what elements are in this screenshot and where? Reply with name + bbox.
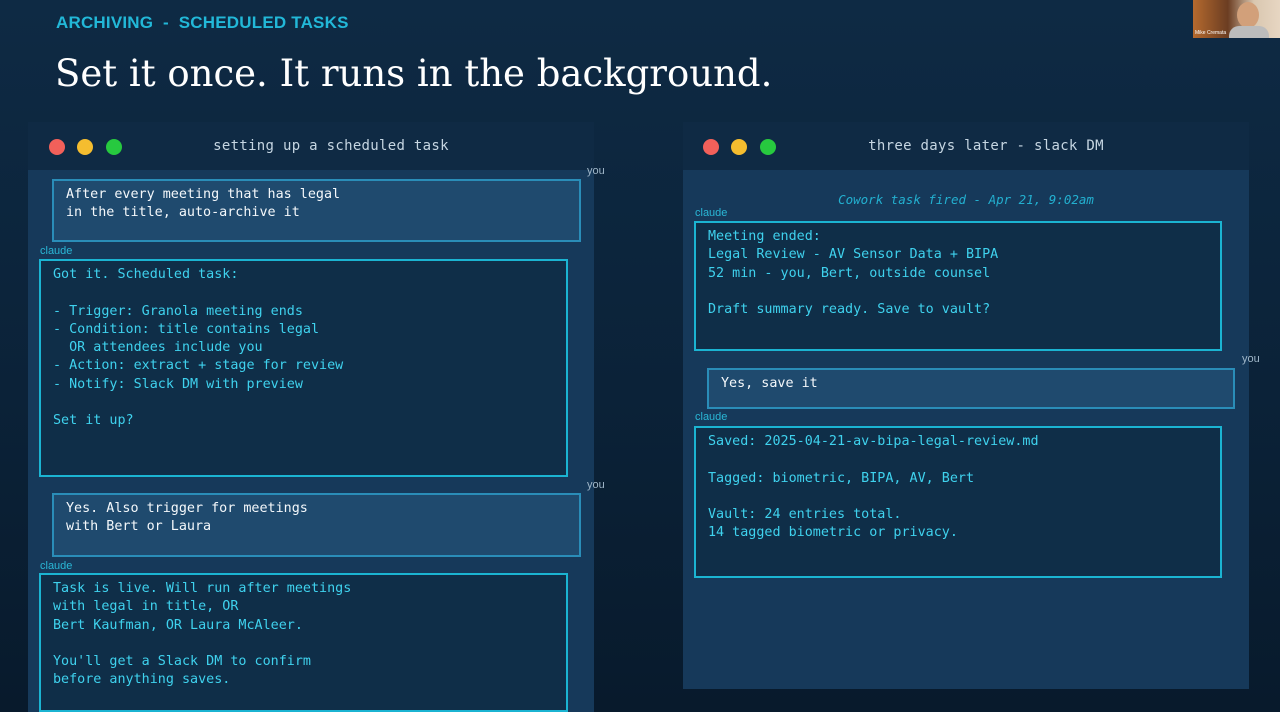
user-message: Yes, save it [707,368,1235,409]
maximize-window-icon[interactable] [760,139,776,155]
assistant-message: Task is live. Will run after meetings wi… [39,573,568,712]
left-window-titlebar: setting up a scheduled task [28,122,594,170]
role-label-you: you [1242,353,1260,365]
right-window-titlebar: three days later - slack DM [683,122,1249,170]
role-label-you: you [587,165,605,177]
assistant-message: Saved: 2025-04-21-av-bipa-legal-review.m… [694,426,1222,578]
maximize-window-icon[interactable] [106,139,122,155]
close-window-icon[interactable] [49,139,65,155]
user-message: Yes. Also trigger for meetings with Bert… [52,493,581,557]
role-label-claude: claude [695,207,728,219]
user-message: After every meeting that has legal in th… [52,179,581,242]
presenter-name-label: Mike Cremata [1195,30,1227,36]
role-label-you: you [587,479,605,491]
left-window-title: setting up a scheduled task [213,138,449,154]
minimize-window-icon[interactable] [77,139,93,155]
close-window-icon[interactable] [703,139,719,155]
role-label-claude: claude [695,411,728,423]
assistant-message: Got it. Scheduled task: - Trigger: Grano… [39,259,568,477]
minimize-window-icon[interactable] [731,139,747,155]
presenter-face [1237,2,1259,28]
system-notice: Cowork task fired - Apr 21, 9:02am [838,192,1094,207]
role-label-claude: claude [40,560,73,572]
role-label-claude: claude [40,245,73,257]
assistant-message: Meeting ended: Legal Review - AV Sensor … [694,221,1222,351]
presenter-webcam-thumbnail: Mike Cremata [1193,0,1280,38]
slide-headline: Set it once. It runs in the background. [55,52,773,95]
right-window-title: three days later - slack DM [868,138,1104,154]
slide-eyebrow: ARCHIVING - SCHEDULED TASKS [56,13,349,32]
presenter-shirt [1229,26,1269,38]
